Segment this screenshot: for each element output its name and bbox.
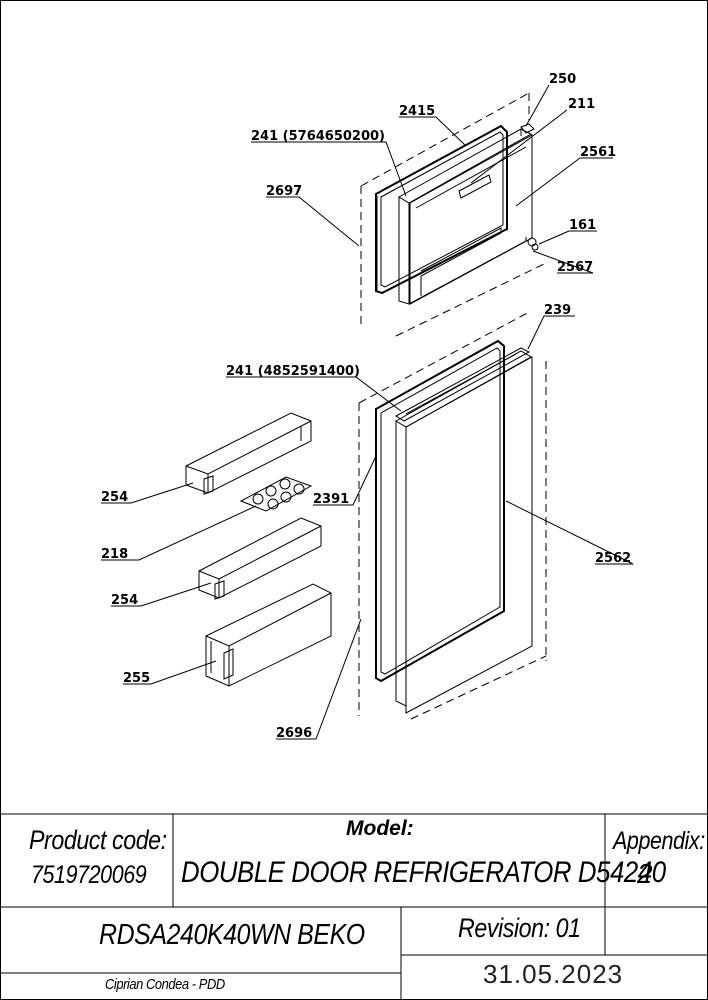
label-254-upper: 254 xyxy=(101,490,128,505)
label-241-upper: 241 (5764650200) xyxy=(251,129,385,144)
part-labels: 250 2415 211 241 (5764650200) 2561 2697 … xyxy=(101,72,631,741)
label-239: 239 xyxy=(544,303,571,318)
label-2696: 2696 xyxy=(276,726,312,741)
upper-hinge xyxy=(527,237,539,251)
upper-gasket xyxy=(375,124,508,295)
product-code-value: 7519720069 xyxy=(31,861,147,889)
label-255: 255 xyxy=(123,671,150,686)
label-161: 161 xyxy=(569,218,596,233)
label-254-lower: 254 xyxy=(111,593,138,608)
author: Ciprian Condea - PDD xyxy=(105,976,225,993)
shelf-255 xyxy=(205,583,332,687)
label-241-lower: 241 (4852591400) xyxy=(226,364,360,379)
brand-model: RDSA240K40WN BEKO xyxy=(99,919,365,951)
egg-tray-218 xyxy=(239,476,313,512)
label-211: 211 xyxy=(568,97,595,112)
label-218: 218 xyxy=(101,547,128,562)
appendix-value: 2 xyxy=(637,858,653,889)
title-block-grid xyxy=(1,813,707,999)
label-250: 250 xyxy=(549,72,576,87)
label-2415: 2415 xyxy=(399,104,435,119)
lower-gasket xyxy=(375,339,505,683)
exploded-view-diagram: 250 2415 211 241 (5764650200) 2561 2697 … xyxy=(101,72,634,741)
lower-door-frame xyxy=(395,347,532,707)
lower-dashed-guides xyxy=(358,310,547,720)
revision: Revision: 01 xyxy=(458,913,581,943)
product-code-label: Product code: xyxy=(29,825,167,855)
appendix-label: Appendix: xyxy=(613,827,705,855)
shelf-254-lower xyxy=(198,517,322,600)
model-label: Model: xyxy=(346,817,414,840)
label-2561: 2561 xyxy=(580,145,616,160)
lower-door-panel xyxy=(405,356,533,714)
leader-lines xyxy=(101,84,634,740)
label-2562: 2562 xyxy=(595,551,631,566)
label-2391: 2391 xyxy=(313,492,349,507)
upper-dashed-guides xyxy=(360,92,547,337)
label-2567: 2567 xyxy=(557,260,593,275)
shelf-254-upper xyxy=(185,412,312,495)
model-value: DOUBLE DOOR REFRIGERATOR D54240 xyxy=(181,856,666,889)
label-2697: 2697 xyxy=(266,184,302,199)
date: 31.05.2023 xyxy=(483,959,624,989)
